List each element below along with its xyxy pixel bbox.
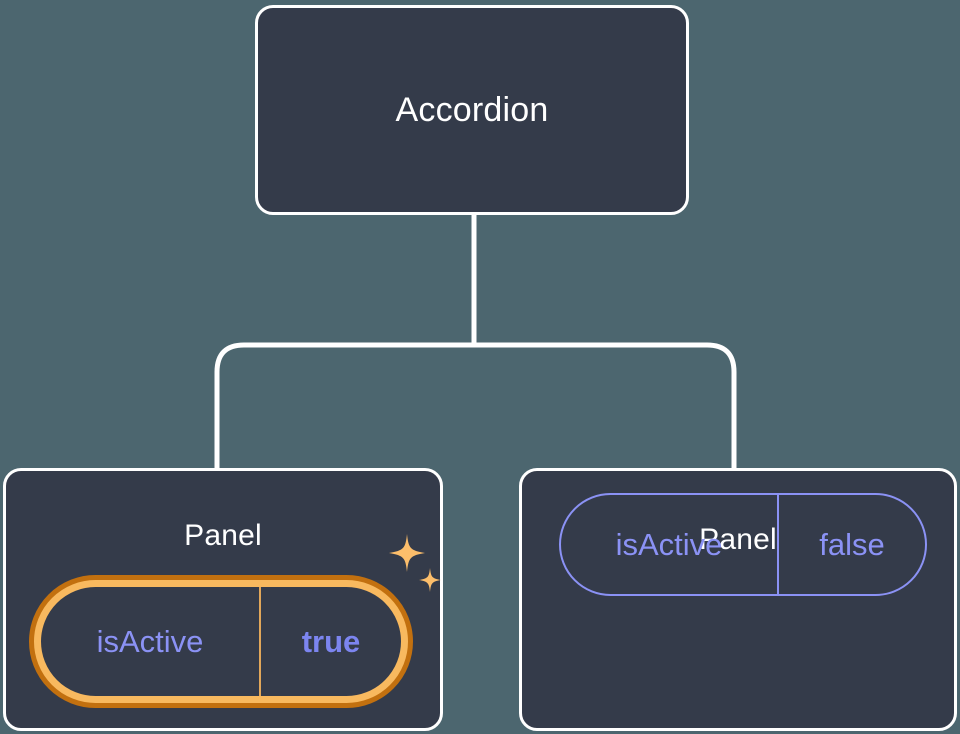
prop-pill-isactive-true[interactable]: isActive true <box>29 575 413 708</box>
prop-pill-body: isActive true <box>34 580 408 703</box>
prop-value-false: false <box>777 495 925 594</box>
node-panel-active-label: Panel <box>184 519 262 552</box>
prop-pill-isactive-false[interactable]: isActive false <box>559 493 927 596</box>
node-accordion-label: Accordion <box>395 91 549 129</box>
prop-value-true: true <box>259 587 401 696</box>
prop-pill-glow-ring <box>29 575 413 708</box>
prop-key-isactive: isActive <box>615 526 723 562</box>
connector-branch-bus <box>214 342 737 468</box>
node-panel-inactive[interactable]: Panel isActive false <box>519 468 957 731</box>
prop-key-isactive: isActive <box>96 623 204 659</box>
node-accordion[interactable]: Accordion <box>255 5 689 215</box>
